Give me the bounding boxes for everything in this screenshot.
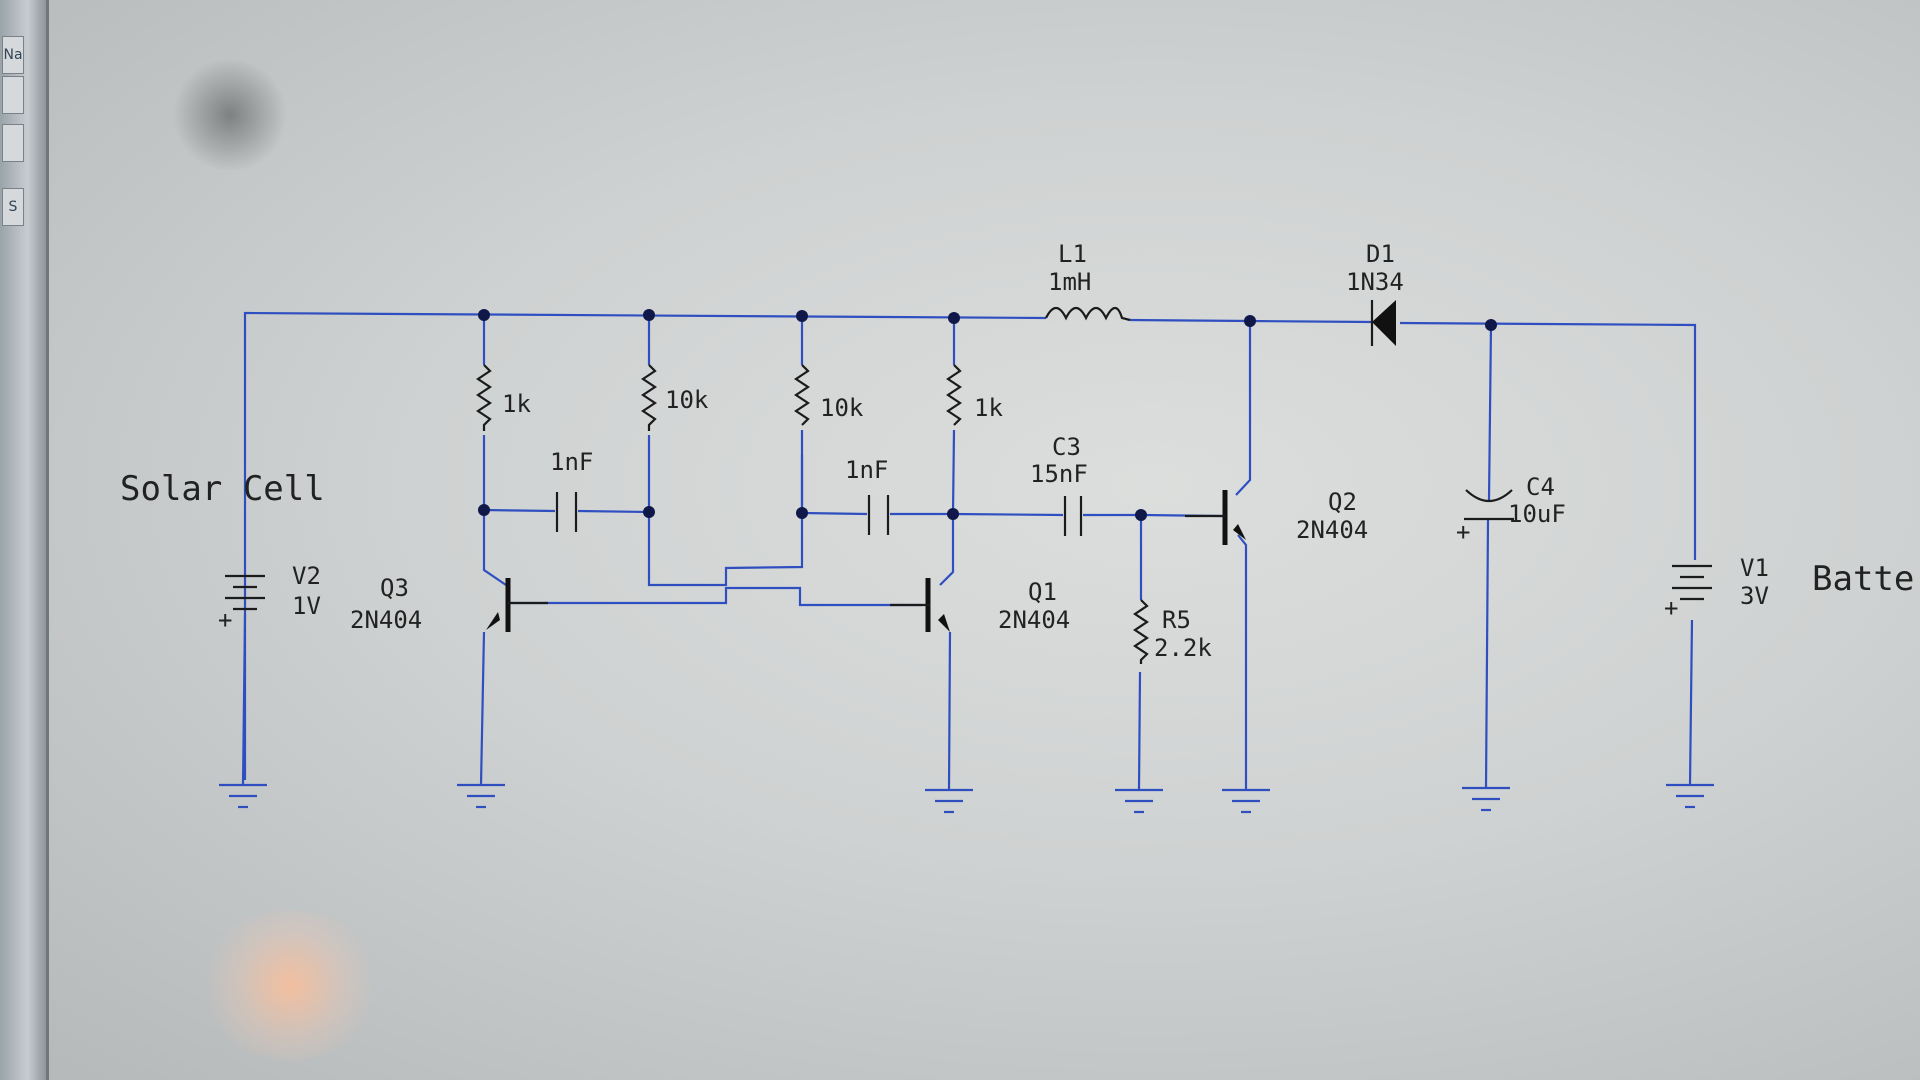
wire-r5-bottom: [1137, 671, 1142, 791]
ground-icon: [1666, 783, 1714, 809]
wire-c4-top: [1487, 324, 1493, 501]
junction: [643, 309, 655, 321]
battery-v2: [225, 574, 265, 611]
sidebar-tool-name[interactable]: Na: [2, 36, 24, 74]
junction: [948, 312, 960, 324]
junction: [796, 507, 808, 519]
wire-rb-cross: [647, 435, 804, 587]
inductor-l1: [1045, 306, 1131, 322]
capacitor-cb: [867, 495, 890, 535]
wire-c4-bottom: [1484, 519, 1490, 789]
resistor-rd: [946, 364, 962, 426]
ground-icon: [925, 788, 973, 814]
junction: [796, 310, 808, 322]
plus-sign-c4: +: [1456, 518, 1470, 546]
junction: [1135, 509, 1147, 521]
wire-top-rail-left: [243, 311, 1047, 780]
junction: [947, 508, 959, 520]
resistor-r5: [1133, 599, 1149, 664]
ca-value: 1nF: [550, 448, 593, 476]
junctions: [478, 309, 1497, 521]
v2-value: 1V: [292, 592, 321, 620]
v1-ref: V1: [1740, 554, 1769, 582]
d1-value: 1N34: [1346, 268, 1404, 296]
rb-value: 10k: [665, 386, 709, 414]
r5-value: 2.2k: [1154, 634, 1212, 662]
capacitor-ca: [555, 492, 578, 532]
battery-label: Batte: [1812, 559, 1914, 599]
junction: [1485, 319, 1497, 331]
v2-ref: V2: [292, 562, 321, 590]
plus-sign-v1: +: [1664, 594, 1678, 622]
capacitor-c4: [1464, 489, 1514, 521]
wire-rd-bottom: [951, 429, 956, 515]
wire-ca-right: [577, 509, 651, 514]
wire-q3-emitter: [479, 631, 486, 786]
wire-top-rail-l1-right: [1129, 318, 1251, 323]
wire-battery-bottom: [1688, 619, 1694, 786]
transistor-q1: [890, 578, 950, 632]
solar-cell-label: Solar Cell: [120, 469, 325, 509]
capacitor-c3: [1063, 496, 1083, 536]
rd-value: 1k: [974, 394, 1003, 422]
junction: [478, 309, 490, 321]
wire-c3-left: [952, 512, 1064, 517]
ground-icon: [219, 783, 267, 809]
d1-ref: D1: [1366, 240, 1395, 268]
ground-icon: [1222, 788, 1270, 814]
wire-v2-bottom: [241, 614, 247, 786]
transistor-q2: [1185, 490, 1246, 545]
sidebar-tool-2[interactable]: [2, 76, 24, 114]
battery-v1: [1672, 564, 1712, 601]
r5-ref: R5: [1162, 606, 1191, 634]
c4-value: 10uF: [1508, 500, 1566, 528]
wire-q3-collector: [482, 510, 507, 586]
ground-icon: [457, 783, 505, 809]
transistor-q3: [486, 578, 548, 632]
q3-value: 2N404: [350, 606, 422, 634]
junction: [643, 506, 655, 518]
q2-ref: Q2: [1328, 488, 1357, 516]
junction: [478, 504, 490, 516]
wire-q2-emitter: [1237, 534, 1248, 790]
ground-icon: [1462, 786, 1510, 812]
l1-ref: L1: [1058, 240, 1087, 268]
l1-value: 1mH: [1048, 268, 1091, 296]
q3-ref: Q3: [380, 574, 409, 602]
wire-q1-collector: [939, 514, 955, 586]
v1-value: 3V: [1740, 582, 1769, 610]
sidebar-tool-s[interactable]: S: [2, 188, 24, 226]
ground-symbols: [219, 783, 1714, 814]
wire-q1-emitter: [947, 631, 952, 791]
wire-diode-left: [1249, 319, 1373, 324]
wire-base-link: [510, 586, 922, 607]
wire-cb-left: [801, 511, 868, 516]
ra-value: 1k: [502, 390, 531, 418]
tool-sidebar: Na S: [0, 0, 49, 1080]
ground-icon: [1115, 788, 1163, 814]
q1-ref: Q1: [1028, 578, 1057, 606]
c4-ref: C4: [1526, 473, 1555, 501]
junction: [1244, 315, 1256, 327]
cb-value: 1nF: [845, 456, 888, 484]
q2-value: 2N404: [1296, 516, 1368, 544]
wire-ca-left: [483, 508, 556, 513]
resistor-ra: [476, 364, 492, 431]
sidebar-tool-3[interactable]: [2, 124, 24, 162]
q1-value: 2N404: [998, 606, 1070, 634]
c3-value: 15nF: [1030, 460, 1088, 488]
wire-diode-right: [1399, 321, 1697, 560]
resistor-rb: [641, 364, 657, 431]
wires: [241, 311, 1697, 791]
resistor-rc: [794, 364, 810, 426]
diode-d1: [1370, 300, 1396, 346]
c3-ref: C3: [1052, 433, 1081, 461]
rc-value: 10k: [820, 394, 864, 422]
plus-sign-v2: +: [218, 606, 232, 634]
wire-q2-collector: [1235, 321, 1252, 496]
